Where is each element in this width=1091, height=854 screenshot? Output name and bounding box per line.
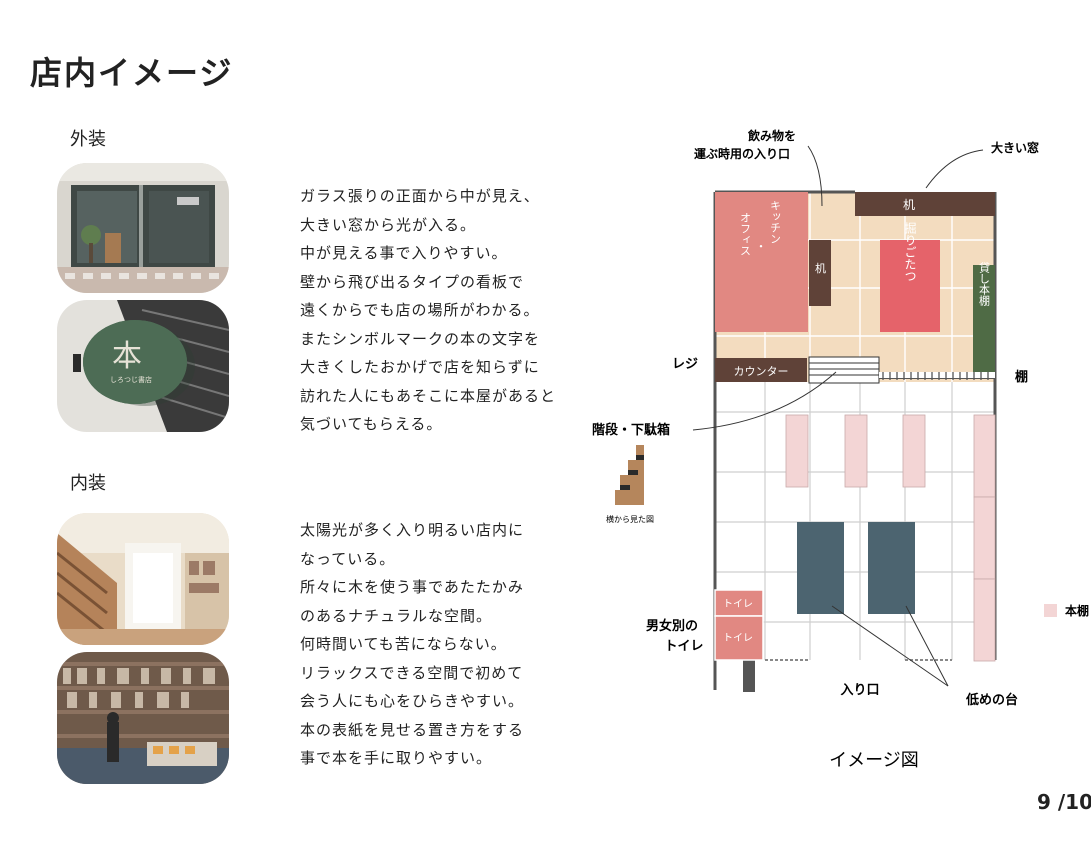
stairs-label: 階段・下駄箱	[592, 422, 670, 438]
top-desk	[855, 192, 995, 216]
low-table-label: 低めの台	[965, 692, 1018, 708]
top-desk-label: 机	[903, 198, 915, 212]
floor-plan: 机 キッチン ・ オフィス 机 掘りごたつ 貸し本棚 カウンター	[592, 128, 1089, 771]
office-label: オフィス	[739, 212, 752, 256]
sign-character: 本	[112, 339, 142, 374]
counter-label: カウンター	[734, 365, 789, 378]
stairs-plan	[808, 356, 880, 384]
low-table-left	[797, 522, 844, 614]
shelf-label: 棚	[1015, 369, 1028, 385]
register-label: レジ	[672, 357, 698, 372]
interior-description: 太陽光が多く入り明るい店内に なっている。 所々に木を使う事であたたかみ のある…	[300, 521, 525, 767]
side-desk-label: 机	[814, 261, 827, 273]
page-title: 店内イメージ	[30, 54, 234, 92]
kitchen-office	[715, 192, 808, 332]
toilet-1	[714, 589, 764, 617]
bookshelves	[785, 414, 996, 662]
toilet-1-label: トイレ	[723, 599, 753, 610]
toilets-label-2: トイレ	[664, 639, 703, 654]
legend-bookshelf-label: 本棚	[1065, 603, 1089, 618]
counter	[715, 358, 807, 382]
exterior-sign-photo: 本 しろつじ書店	[57, 300, 229, 432]
drink-entrance-label-2: 運ぶ時用の入り口	[694, 146, 790, 161]
side-view-label: 横から見た図	[606, 514, 654, 524]
entrance-label: 入り口	[840, 683, 879, 698]
drink-entrance-label-1: 飲み物を	[747, 128, 796, 143]
exterior-description: ガラス張りの正面から中が見え、 大きい窓から光が入る。 中が見える事で入りやすい…	[300, 187, 557, 433]
low-table-right	[868, 522, 915, 614]
page-number: 9 /10	[1037, 790, 1091, 814]
side-desk	[809, 240, 831, 306]
exterior-heading: 外装	[70, 129, 106, 150]
kitchen-label: キッチン	[769, 200, 782, 244]
interior-bookshelf-photo	[57, 652, 229, 784]
rental-shelf-label: 貸し本棚	[978, 261, 991, 307]
big-window-label: 大きい窓	[991, 140, 1039, 155]
front-shelf	[879, 372, 995, 380]
sign-subtext: しろつじ書店	[110, 375, 152, 384]
stairs-side-view-icon	[615, 445, 644, 505]
interior-bright-photo	[57, 513, 229, 645]
toilet-2-label: トイレ	[723, 633, 753, 644]
interior-heading: 内装	[70, 473, 106, 494]
exterior-storefront-photo	[57, 163, 229, 293]
toilet-2	[714, 615, 764, 661]
kotatsu	[880, 240, 940, 332]
kotatsu-label: 掘りごたつ	[903, 221, 917, 282]
rental-shelf	[973, 265, 995, 375]
legend-bookshelf-swatch	[1044, 604, 1057, 617]
plan-caption: イメージ図	[829, 750, 919, 771]
toilets-label-1: 男女別の	[646, 618, 698, 634]
kitchen-dot: ・	[756, 240, 767, 253]
